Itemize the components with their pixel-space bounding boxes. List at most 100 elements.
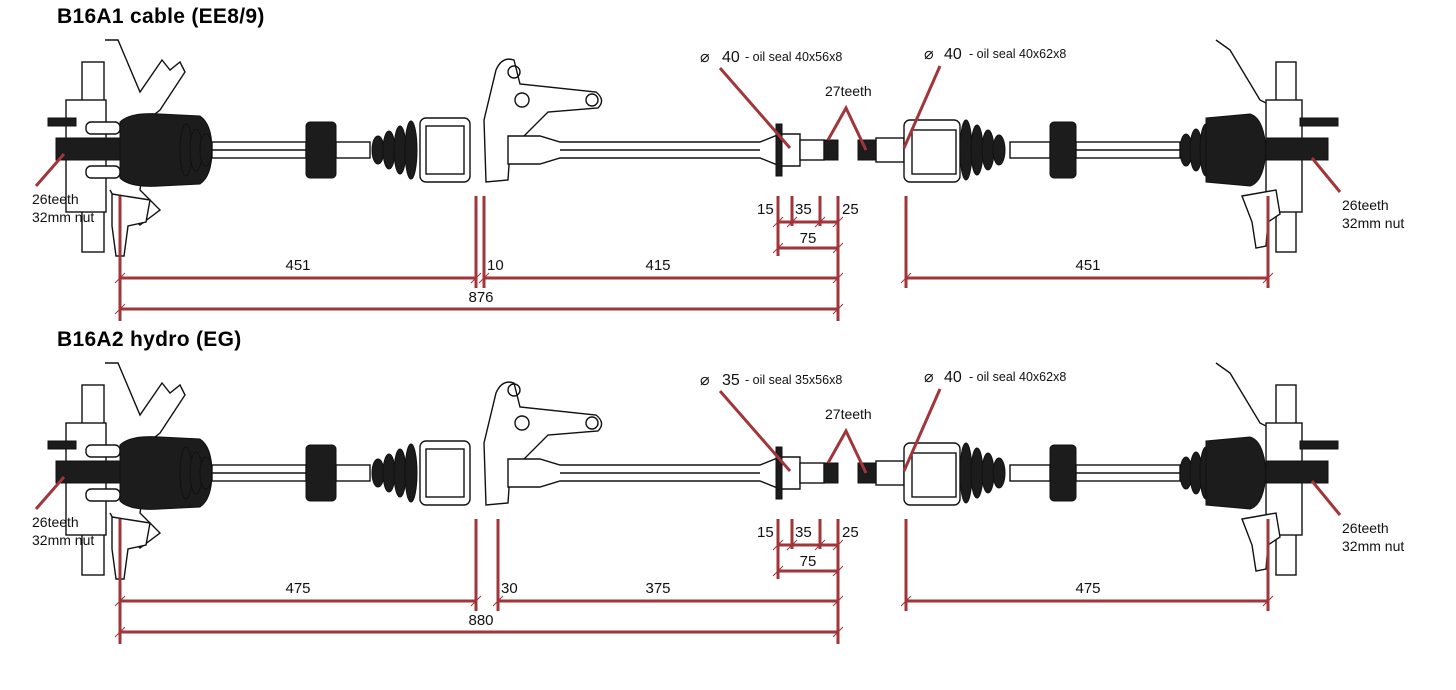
right-hub-nut-label: 32mm nut: [1342, 538, 1404, 554]
right-driveshaft: [857, 362, 1339, 576]
wheel-bearing: [85, 121, 121, 135]
cv-boot-rib: [404, 120, 418, 180]
dim-spline-15: 15: [757, 201, 774, 218]
intermediate-bearing-bracket: [483, 381, 603, 506]
dim-left-outer: 475: [285, 580, 310, 597]
dim-spline-75: 75: [800, 553, 817, 570]
bracket-bolt-hole: [507, 65, 521, 79]
cv-boot-rib: [970, 124, 984, 176]
dim-right-outer: 451: [1075, 257, 1100, 274]
left-driveshaft: [47, 362, 839, 580]
damper-weight: [1049, 121, 1077, 179]
spline-neck: [875, 460, 905, 486]
oil-seal-right-label: - oil seal 40x62x8: [969, 47, 1066, 61]
dimension-tick: [114, 303, 126, 315]
hub-leader-line: [34, 476, 66, 510]
diameter-symbol: ⌀: [700, 49, 710, 66]
wheel-stud: [1299, 440, 1339, 450]
dim-total-left: 876: [468, 289, 493, 306]
dimension-tick: [492, 595, 504, 607]
dim-spline-35: 35: [795, 201, 812, 218]
cv-boot-rib: [393, 125, 407, 175]
section-title: B16A1 cable (EE8/9): [57, 5, 265, 28]
dimension-tick: [814, 216, 826, 228]
oil-seal-left-label: - oil seal 40x56x8: [745, 50, 842, 64]
dimension-annotations: [34, 388, 1342, 644]
dimension-tick: [114, 626, 126, 638]
cv-boot-rib: [992, 457, 1006, 489]
dimension-tick: [1262, 595, 1274, 607]
spline-teeth-label: 27teeth: [825, 406, 872, 422]
hub-leader-line: [34, 153, 66, 187]
wheel-bearing: [85, 444, 121, 458]
dim-spline-75: 75: [800, 230, 817, 247]
dimension-tick: [478, 272, 490, 284]
outer-cv-joint: [1205, 113, 1267, 187]
inner-cv-housing: [419, 117, 471, 183]
dim-spline-25: 25: [842, 201, 859, 218]
bracket-bolt-hole: [585, 416, 599, 430]
dimension-tick: [832, 303, 844, 315]
axle-shaft: [335, 141, 371, 159]
hub-axle-nut: [1265, 460, 1329, 484]
hub-axle-nut: [55, 137, 127, 161]
right-hub-nut-label: 32mm nut: [1342, 215, 1404, 231]
dimension-tick: [114, 272, 126, 284]
damper-weight: [305, 444, 337, 502]
spline-teeth-label: 27teeth: [825, 83, 872, 99]
dim-spline-25: 25: [842, 524, 859, 541]
dimension-tick: [470, 595, 482, 607]
dim-left-outer: 451: [285, 257, 310, 274]
dim-intermediate: 375: [645, 580, 670, 597]
damper-weight: [305, 121, 337, 179]
cv-boot-rib: [371, 458, 385, 488]
axle-shaft: [1009, 464, 1051, 482]
section-title: B16A2 hydro (EG): [57, 328, 242, 351]
left-hub-teeth-label: 26teeth: [32, 191, 79, 207]
seal-diameter-left: 40: [722, 49, 740, 66]
seal-leader-line: [902, 65, 942, 149]
cv-boot-rib: [970, 447, 984, 499]
wheel-bearing: [85, 165, 121, 179]
dimension-tick: [772, 565, 784, 577]
hub-axle-nut: [55, 460, 127, 484]
cv-boot-rib: [371, 135, 385, 165]
dimension-tick: [772, 216, 784, 228]
axle-shaft: [1009, 141, 1051, 159]
dim-spline-35: 35: [795, 524, 812, 541]
dimension-annotations: [34, 65, 1342, 321]
right-hub-teeth-label: 26teeth: [1342, 197, 1389, 213]
right-driveshaft: [857, 39, 1339, 253]
dimension-tick: [786, 216, 798, 228]
left-driveshaft: [47, 39, 839, 257]
damper-weight: [1049, 444, 1077, 502]
oil-seal-flange: [775, 123, 783, 177]
dimension-tick: [832, 595, 844, 607]
diameter-symbol: ⌀: [924, 46, 934, 63]
spline-leader-line: [826, 427, 868, 474]
oil-seal-right-label: - oil seal 40x62x8: [969, 370, 1066, 384]
cv-boot-rib: [199, 133, 213, 167]
dim-intermediate: 415: [645, 257, 670, 274]
seal-leader-line: [902, 388, 942, 472]
hub-leader-line: [1310, 480, 1342, 516]
cv-boot-rib: [382, 130, 396, 170]
spline-teeth: [823, 139, 839, 161]
bracket-bolt-hole: [514, 92, 530, 108]
ball-joint: [111, 193, 151, 257]
cv-boot-rib: [981, 129, 995, 171]
wheel-stud: [47, 440, 77, 450]
oil-seal-left-label: - oil seal 35x56x8: [745, 373, 842, 387]
spline-leader-line: [826, 104, 868, 151]
wheel-bearing: [85, 488, 121, 502]
bracket-bolt-hole: [514, 415, 530, 431]
dimension-tick: [114, 595, 126, 607]
spline-neck: [799, 139, 825, 161]
wheel-stud: [47, 117, 77, 127]
cv-boot-rib: [199, 456, 213, 490]
dimension-tick: [832, 565, 844, 577]
seal-leader-line: [718, 390, 792, 472]
